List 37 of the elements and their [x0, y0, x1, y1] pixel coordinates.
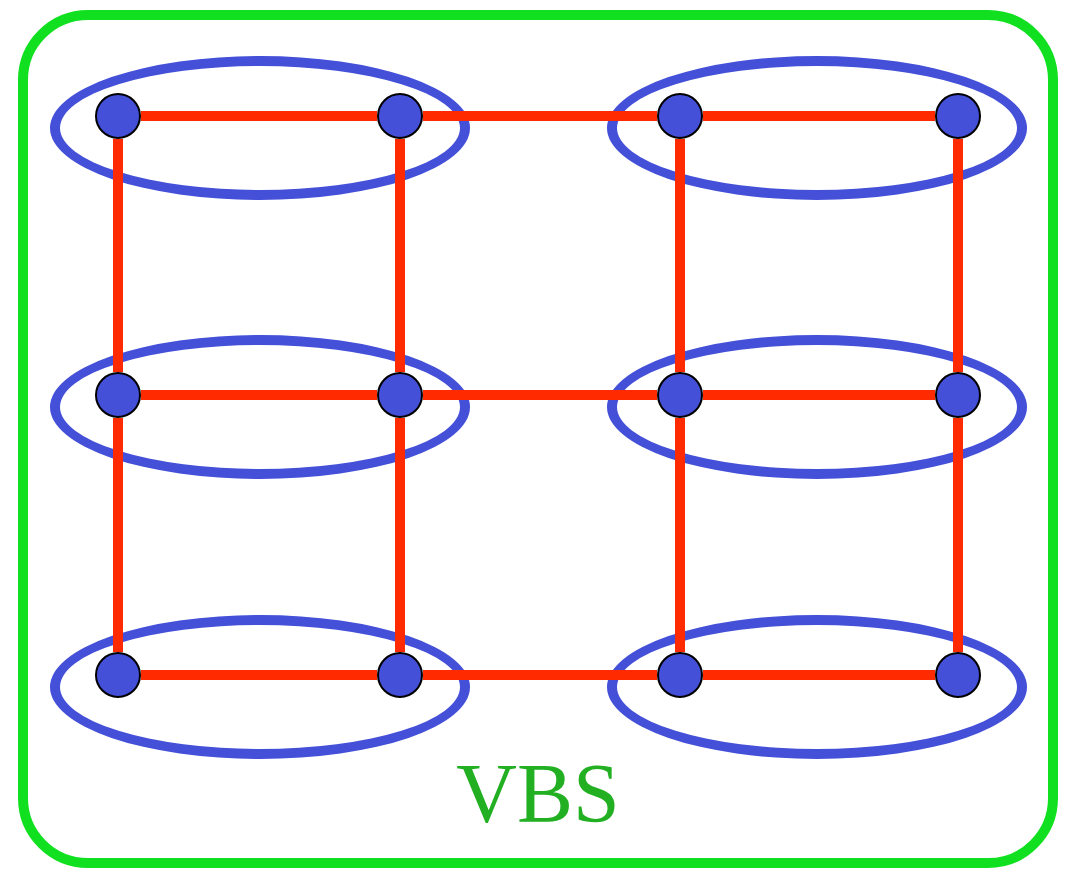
vertex-dot: [377, 652, 423, 698]
connector-line: [395, 139, 405, 372]
grouping-ellipse: [607, 56, 1027, 200]
connector-line: [953, 418, 963, 652]
connector-line: [423, 390, 657, 400]
vertex-dot: [657, 372, 703, 418]
connector-line: [113, 418, 123, 652]
connector-line: [423, 670, 657, 680]
connector-line: [675, 418, 685, 652]
grouping-ellipse: [607, 335, 1027, 479]
vertex-dot: [95, 372, 141, 418]
grouping-ellipse: [50, 615, 470, 759]
connector-line: [703, 670, 935, 680]
vertex-dot: [95, 652, 141, 698]
connector-line: [395, 418, 405, 652]
connector-line: [423, 111, 657, 121]
connector-line: [141, 390, 377, 400]
grouping-ellipse: [50, 335, 470, 479]
group-boundary: [18, 10, 1058, 868]
vertex-dot: [935, 652, 981, 698]
vertex-dot: [377, 372, 423, 418]
connector-line: [113, 139, 123, 372]
vertex-dot: [657, 93, 703, 139]
connector-line: [703, 390, 935, 400]
vertex-dot: [657, 652, 703, 698]
connector-line: [953, 139, 963, 372]
vertex-dot: [377, 93, 423, 139]
vertex-dot: [935, 93, 981, 139]
connector-line: [675, 139, 685, 372]
connector-line: [141, 111, 377, 121]
connector-line: [703, 111, 935, 121]
vertex-dot: [935, 372, 981, 418]
connector-line: [141, 670, 377, 680]
grouping-ellipse: [607, 615, 1027, 759]
vertex-dot: [95, 93, 141, 139]
group-label: VBS: [455, 752, 621, 836]
grouping-ellipse: [50, 56, 470, 200]
